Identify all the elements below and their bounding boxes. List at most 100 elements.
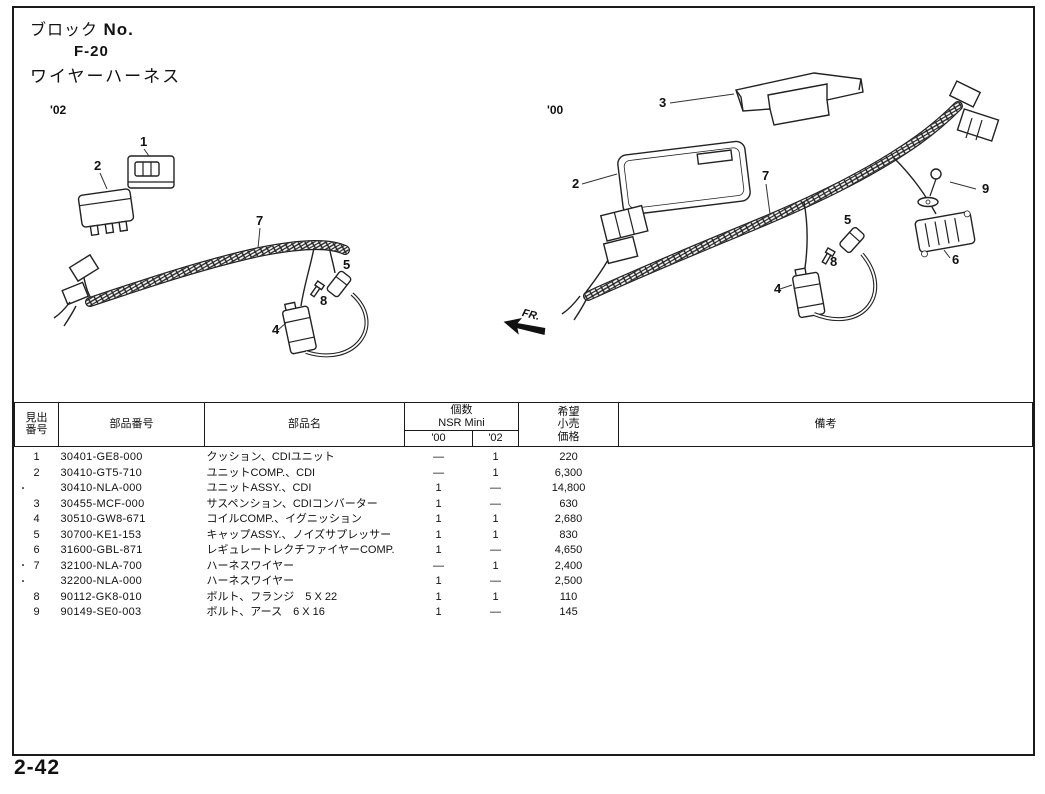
row-qty-00: 1	[435, 528, 442, 541]
parts-table: 見出 番号 部品番号 部品名 個数 NSR Mini 希望 小売 価格 備考 '…	[14, 401, 1033, 620]
callouts-00: 3 2 7 9 6 5 8 4	[572, 95, 989, 296]
table-row: ・ 30410-NLA-000 ユニットASSY.、CDI 1 — 14,800	[15, 481, 1033, 497]
assembly-02: 1 2 7 5 8 4	[53, 134, 369, 358]
regulator-lead-wire	[893, 157, 937, 215]
row-index: 4	[33, 513, 40, 526]
row-part-name: サスペンション、CDIコンバーター	[206, 497, 378, 510]
row-remarks	[619, 496, 1033, 512]
row-mark: ・	[18, 560, 28, 571]
regulator-rectifier	[914, 210, 976, 258]
spark-plug-wire-left-core	[305, 293, 368, 357]
noise-suppressor-cap-left	[326, 270, 352, 298]
row-part-number: 30510-GW8-671	[60, 513, 146, 526]
page-number: 2-42	[14, 756, 61, 779]
table-row: 8 90112-GK8-010 ボルト、フランジ 5 X 22 1 1 110	[15, 589, 1033, 605]
row-part-name: キャップASSY.、ノイズサプレッサー	[206, 528, 392, 541]
callout-1: 1	[140, 134, 147, 149]
block-label: ブロック No.	[30, 16, 181, 40]
row-qty-00: —	[433, 559, 444, 572]
table-row: 5 30700-KE1-153 キャップASSY.、ノイズサプレッサー 1 1 …	[15, 527, 1033, 543]
row-qty-02: 1	[492, 466, 499, 479]
row-qty-02: 1	[492, 451, 499, 464]
wire-harness-02	[85, 240, 350, 307]
row-qty-02: 1	[492, 528, 499, 541]
callout-7: 7	[256, 213, 263, 228]
row-price: 145	[559, 606, 578, 619]
row-part-number: 30410-NLA-000	[60, 482, 143, 495]
row-qty-00: —	[433, 466, 444, 479]
table-row: 2 30410-GT5-710 ユニットCOMP.、CDI — 1 6,300	[15, 465, 1033, 481]
leader-lines-02	[99, 148, 288, 331]
row-index-cell: 4	[15, 512, 59, 528]
row-index-cell: ・	[15, 574, 59, 590]
row-qty-02: 1	[492, 590, 499, 603]
header-part-name: 部品名	[204, 402, 405, 447]
row-part-name: ユニットASSY.、CDI	[206, 482, 312, 495]
row-index: 3	[33, 497, 40, 510]
row-index-cell: 6	[15, 543, 59, 559]
row-index: 8	[33, 590, 40, 603]
header-qty-group: 個数 NSR Mini	[403, 401, 520, 432]
row-part-name: クッション、CDIユニット	[206, 451, 335, 464]
row-price: 4,650	[554, 544, 583, 557]
row-qty-02: —	[490, 482, 501, 495]
row-remarks	[619, 589, 1033, 605]
row-qty-02: 1	[492, 559, 499, 572]
row-price: 14,800	[551, 482, 586, 495]
row-part-number: 90112-GK8-010	[60, 590, 142, 603]
unit-comp-box-left	[77, 188, 135, 237]
header-price: 希望 小売 価格	[518, 402, 620, 447]
assembly-00: FR. 3 2 7 9 6 5 8 4	[503, 72, 1000, 336]
row-qty-02: 1	[492, 513, 499, 526]
row-qty-00: 1	[435, 590, 442, 603]
row-index-cell: 9	[15, 605, 59, 621]
fr-direction-arrow: FR.	[503, 307, 546, 336]
row-remarks	[619, 512, 1033, 528]
harness-connectors-right	[948, 80, 1000, 142]
cdi-unit-box-left	[127, 155, 175, 189]
noise-suppressor-cap-right	[839, 226, 865, 254]
row-price: 630	[559, 497, 578, 510]
row-remarks	[619, 465, 1033, 481]
row-remarks	[619, 574, 1033, 590]
row-index-cell: ・	[15, 481, 59, 497]
row-qty-02: —	[490, 497, 501, 510]
parts-table-body: 1 30401-GE8-000 クッション、CDIユニット — 1 220 2 …	[15, 446, 1033, 620]
callout-2: 2	[94, 158, 101, 173]
row-index: 9	[33, 606, 40, 619]
row-qty-00: 1	[435, 513, 442, 526]
row-qty-00: 1	[435, 544, 442, 557]
variant-label-00: '00	[547, 103, 564, 117]
row-remarks	[619, 605, 1033, 621]
row-part-number: 31600-GBL-871	[60, 544, 143, 557]
callouts-02: 1 2 7 5 8 4	[94, 134, 350, 337]
leader-lines-00	[581, 93, 977, 290]
row-remarks	[619, 527, 1033, 543]
row-index-cell: 8	[15, 589, 59, 605]
variant-label-02: '02	[50, 103, 67, 117]
row-mark: ・	[18, 483, 28, 494]
row-price: 830	[559, 528, 578, 541]
row-part-name: ハーネスワイヤー	[206, 559, 295, 572]
header-block: ブロック No. F-20 ワイヤーハーネス	[30, 16, 181, 87]
callout-5: 5	[844, 212, 851, 227]
cdi-unit-00	[617, 140, 751, 216]
row-price: 2,500	[554, 575, 583, 588]
callout-5: 5	[343, 257, 350, 272]
row-part-name: ボルト、アース 6 X 16	[206, 606, 325, 619]
spark-plug-wire-right-core	[813, 253, 877, 320]
row-price: 6,300	[554, 466, 583, 479]
callout-9: 9	[982, 181, 989, 196]
cdi-wires	[585, 259, 609, 293]
page-frame: ブロック No. F-20 ワイヤーハーネス '02 '00	[12, 6, 1035, 756]
callout-8: 8	[320, 293, 327, 308]
callout-8: 8	[830, 254, 837, 269]
table-row: 6 31600-GBL-871 レギュレートレクチファイヤーCOMP. 1 — …	[15, 543, 1033, 559]
table-row: 1 30401-GE8-000 クッション、CDIユニット — 1 220	[15, 446, 1033, 465]
row-index: 5	[33, 528, 40, 541]
row-part-name: ボルト、フランジ 5 X 22	[206, 590, 338, 603]
row-index-cell: 2	[15, 465, 59, 481]
row-qty-02: —	[490, 606, 501, 619]
wire-harness-00	[583, 101, 963, 301]
